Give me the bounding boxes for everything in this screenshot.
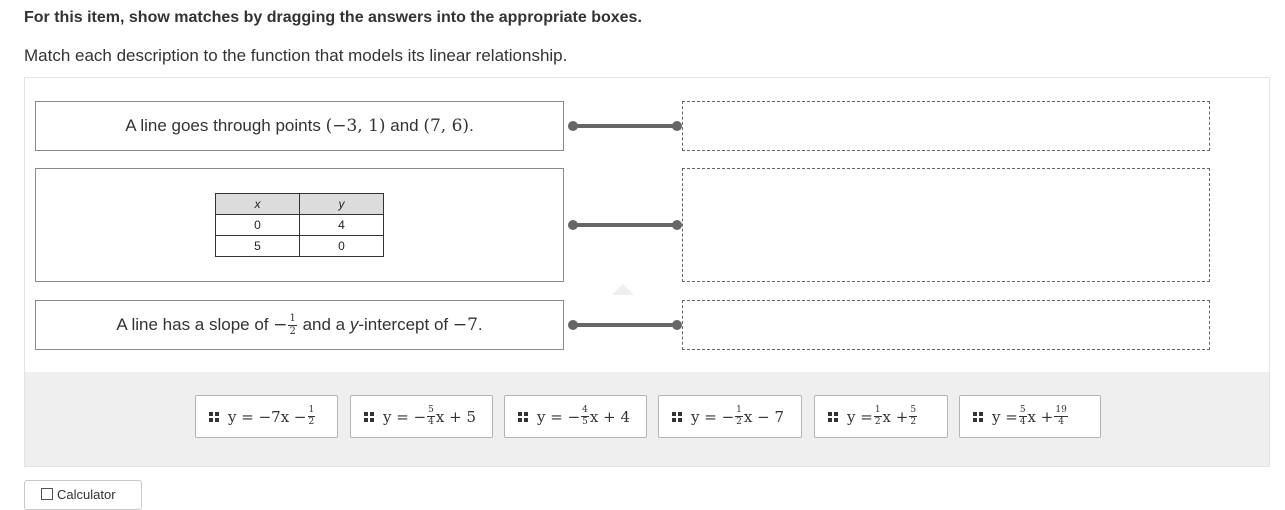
connector-2 [568,219,682,231]
slope-numerator: 1 [288,312,297,326]
answer-lhs: y = − [537,407,581,426]
y-variable: y [349,314,359,334]
table-row: 5 0 [215,235,384,257]
connector-3 [568,319,682,331]
description-suffix: . [469,116,474,135]
description-mid2: -intercept of [358,314,453,334]
description-suffix: . [477,314,483,334]
drop-zone-3[interactable] [682,300,1210,350]
description-mid: and a [297,314,350,334]
drag-handle-icon[interactable] [364,411,374,422]
fraction-denominator: 2 [736,417,742,427]
table-cell: 0 [215,214,300,236]
point-2: (7, 6) [423,116,470,136]
description-prefix: A line goes through points [125,116,326,135]
description-card-table: x y 0 4 5 0 [35,168,564,282]
fraction-numerator: 4 [581,405,589,417]
question-prompt: Match each description to the function t… [24,46,568,65]
fraction-denominator: 4 [428,417,434,427]
drag-handle-icon[interactable] [828,411,838,422]
xy-table: x y 0 4 5 0 [215,193,384,257]
answer-lhs: y = −7x − [228,407,307,426]
fraction-denominator: 5 [582,417,588,427]
table-header-y: y [299,193,384,215]
answer-lhs: y = [992,407,1018,426]
answer-lhs: y = − [383,407,427,426]
calculator-button[interactable]: Calculator [24,480,142,510]
fraction-numerator: 5 [1018,405,1027,417]
description-card-points: A line goes through points (−3, 1) and (… [35,101,564,151]
answer-rhs: x + [1027,407,1054,426]
fraction-numerator: 1 [307,405,316,417]
slope-sign: − [273,314,288,335]
slope-denominator: 2 [289,325,296,337]
fraction-numerator: 1 [873,405,882,417]
table-cell: 4 [299,214,384,236]
answer-rhs: x + [882,407,909,426]
point-1: (−3, 1) [325,116,386,136]
answer-rhs: x − 7 [743,407,784,426]
connector-1 [568,120,682,132]
table-row: 0 4 [215,214,384,236]
answer-lhs: y = − [691,407,735,426]
drop-zone-1[interactable] [682,101,1210,151]
answer-rhs: x + 5 [435,407,476,426]
fraction-denominator: 4 [1019,417,1026,427]
description-prefix: A line has a slope of [116,314,274,334]
table-header-x: x [215,193,300,215]
fraction-numerator: 5 [427,405,435,417]
fraction-denominator: 2 [910,417,917,427]
answer-lhs: y = [847,407,873,426]
table-cell: 5 [215,235,300,257]
fraction-numerator: 5 [909,405,918,417]
description-and: and [385,116,424,135]
answer-rhs: x + 4 [589,407,630,426]
fraction-denominator: 2 [308,417,315,427]
fraction-denominator: 4 [1058,417,1064,427]
drag-handle-icon[interactable] [209,411,219,422]
fraction-numerator: 1 [735,405,743,417]
drag-handle-icon[interactable] [973,411,983,422]
drop-zone-2[interactable] [682,168,1210,282]
intercept-value: −7 [452,314,478,335]
tray-pointer [612,284,634,295]
table-cell: 0 [299,235,384,257]
fraction-numerator: 19 [1054,405,1068,417]
instruction-text: For this item, show matches by dragging … [24,9,642,26]
drag-handle-icon[interactable] [672,411,682,422]
drag-handle-icon[interactable] [518,411,528,422]
calculator-icon [41,488,53,500]
fraction-denominator: 2 [874,417,881,427]
